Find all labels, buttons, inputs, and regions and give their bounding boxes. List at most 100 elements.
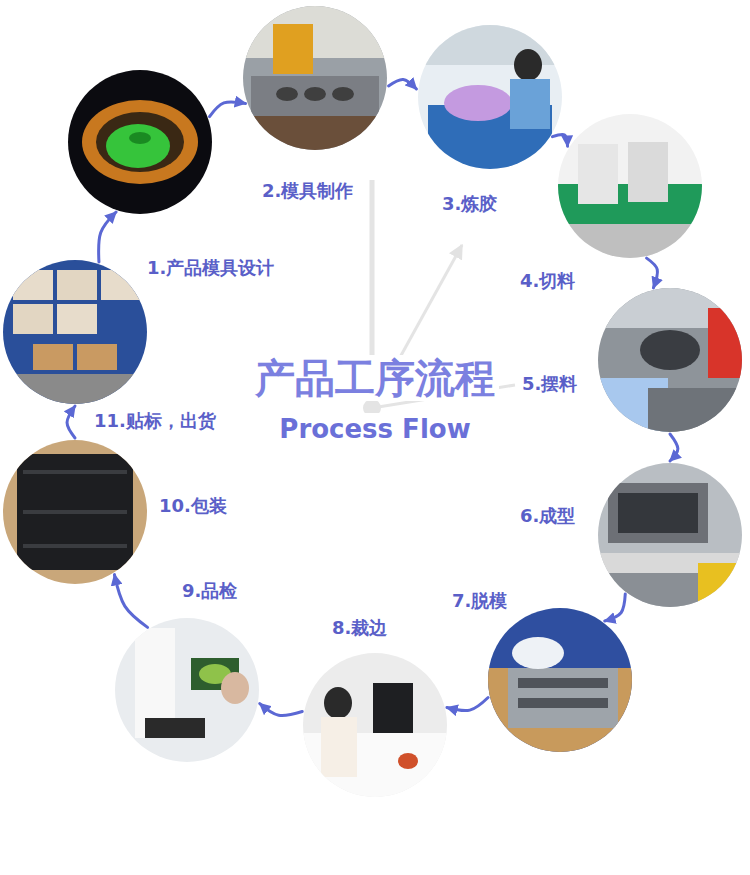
photo-circle xyxy=(418,25,562,169)
step-label: 3.炼胶 xyxy=(440,193,499,215)
step-label: 1.产品模具设计 xyxy=(145,257,276,279)
illustration-shape xyxy=(129,132,151,144)
illustration-shape xyxy=(618,493,698,533)
process-step: 9.品检 xyxy=(115,618,259,762)
photo-circle xyxy=(488,608,632,752)
process-step: 7.脱模 xyxy=(488,608,632,752)
illustration-shape xyxy=(488,668,632,752)
illustration-shape xyxy=(23,470,127,474)
illustration-shape xyxy=(332,87,354,101)
photo-circle xyxy=(598,288,742,432)
process-step: 11.贴标，出货 xyxy=(3,260,147,404)
step-illustration xyxy=(418,25,562,169)
illustration-shape xyxy=(243,6,387,58)
illustration-shape xyxy=(518,698,608,708)
step-label: 9.品检 xyxy=(180,580,239,602)
illustration-shape xyxy=(13,270,53,300)
illustration-shape xyxy=(321,717,357,777)
illustration-shape xyxy=(373,683,413,733)
illustration-shape xyxy=(324,687,352,719)
process-step: 6.成型 xyxy=(598,463,742,607)
diagram-title: 产品工序流程 xyxy=(251,355,499,401)
illustration-shape xyxy=(518,678,608,688)
step-label: 8.裁边 xyxy=(330,617,389,639)
illustration-shape xyxy=(512,637,564,669)
flow-arrow xyxy=(209,102,245,117)
process-step: 8.裁边 xyxy=(303,653,447,797)
step-label: 6.成型 xyxy=(518,505,577,527)
step-label: 7.脱模 xyxy=(450,590,509,612)
illustration-shape xyxy=(243,116,387,150)
illustration-shape xyxy=(115,618,259,762)
illustration-shape xyxy=(82,100,198,184)
flow-arrow xyxy=(114,575,147,628)
illustration-shape xyxy=(648,388,742,432)
illustration-shape xyxy=(68,70,212,214)
step-illustration xyxy=(115,618,259,762)
flow-arrow xyxy=(260,704,303,716)
step-label: 2.模具制作 xyxy=(260,180,355,202)
illustration-shape xyxy=(3,260,147,404)
step-illustration xyxy=(243,6,387,150)
subtitle: Process Flow xyxy=(275,413,474,445)
illustration-shape xyxy=(444,85,512,121)
illustration-shape xyxy=(598,288,742,432)
step-illustration xyxy=(488,608,632,752)
photo-circle xyxy=(598,463,742,607)
process-step: 3.炼胶 xyxy=(418,25,562,169)
flow-arrow xyxy=(447,697,488,710)
illustration-shape xyxy=(17,454,133,570)
flow-arrow xyxy=(552,134,567,146)
step-label: 5.摆料 xyxy=(520,373,579,395)
photo-circle xyxy=(243,6,387,150)
illustration-shape xyxy=(13,304,53,334)
photo-circle xyxy=(303,653,447,797)
flow-arrow xyxy=(647,258,658,288)
step-illustration xyxy=(598,288,742,432)
illustration-shape xyxy=(243,6,387,150)
illustration-shape xyxy=(698,563,742,607)
illustration-shape xyxy=(418,25,562,169)
illustration-shape xyxy=(251,76,379,116)
photo-circle xyxy=(3,260,147,404)
illustration-shape xyxy=(628,142,668,202)
illustration-shape xyxy=(77,344,117,370)
illustration-shape xyxy=(33,344,73,370)
step-label: 10.包装 xyxy=(157,495,229,517)
flow-arrow xyxy=(670,434,678,461)
flow-arrow xyxy=(67,406,75,438)
step-label: 11.贴标，出货 xyxy=(92,410,218,432)
illustration-shape xyxy=(508,668,618,728)
illustration-shape xyxy=(598,573,698,607)
illustration-shape xyxy=(398,753,418,769)
illustration-shape xyxy=(558,224,702,258)
flow-arrow xyxy=(98,212,116,262)
illustration-shape xyxy=(23,544,127,548)
photo-circle xyxy=(68,70,212,214)
step-illustration xyxy=(558,114,702,258)
illustration-shape xyxy=(276,87,298,101)
step-illustration xyxy=(3,440,147,584)
illustration-shape xyxy=(3,374,147,404)
process-step: 10.包装 xyxy=(3,440,147,584)
illustration-shape xyxy=(96,112,184,172)
illustration-shape xyxy=(145,718,205,738)
flow-arrow xyxy=(605,594,626,621)
illustration-shape xyxy=(303,653,447,797)
illustration-shape xyxy=(578,144,618,204)
illustration-shape xyxy=(23,510,127,514)
process-step: 1.产品模具设计 xyxy=(68,70,212,214)
photo-circle xyxy=(115,618,259,762)
illustration-shape xyxy=(57,304,97,334)
illustration-shape xyxy=(3,440,147,584)
step-illustration xyxy=(68,70,212,214)
step-illustration xyxy=(3,260,147,404)
process-step: 2.模具制作 xyxy=(243,6,387,150)
illustration-shape xyxy=(514,49,542,81)
step-label: 4.切料 xyxy=(518,270,577,292)
illustration-shape xyxy=(273,24,313,74)
illustration-shape xyxy=(304,87,326,101)
step-illustration xyxy=(598,463,742,607)
illustration-shape xyxy=(57,270,97,300)
